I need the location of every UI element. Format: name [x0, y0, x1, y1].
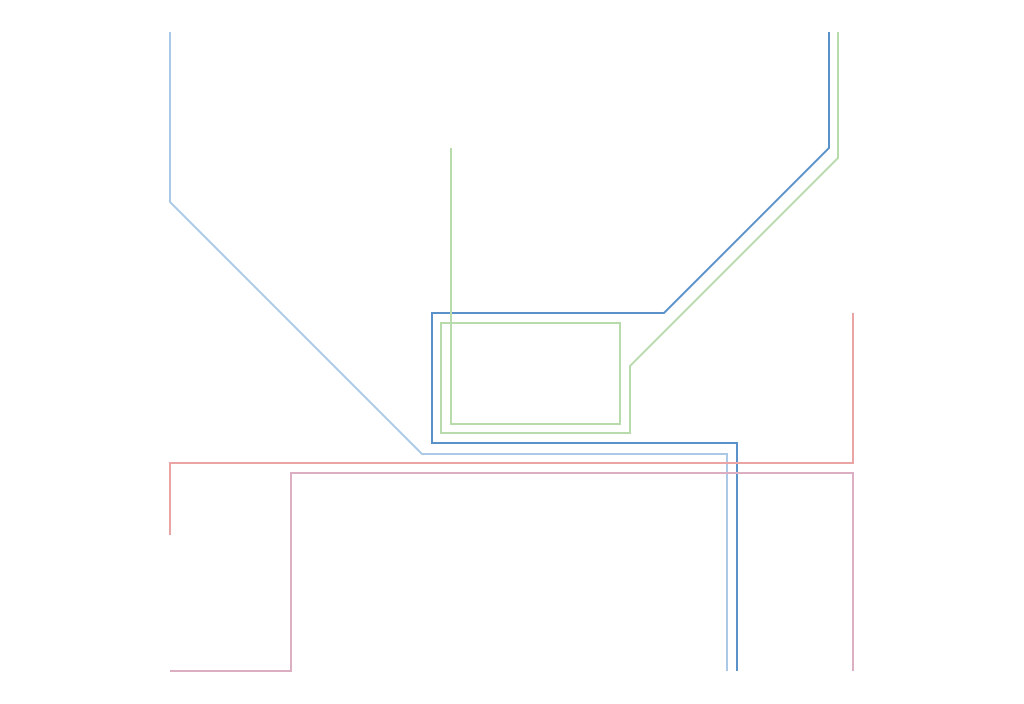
- light-blue-route: [169, 32, 728, 671]
- blue-route: [431, 32, 830, 671]
- red-route: [169, 313, 854, 535]
- mauve-route: [170, 472, 854, 672]
- green-route: [440, 32, 839, 434]
